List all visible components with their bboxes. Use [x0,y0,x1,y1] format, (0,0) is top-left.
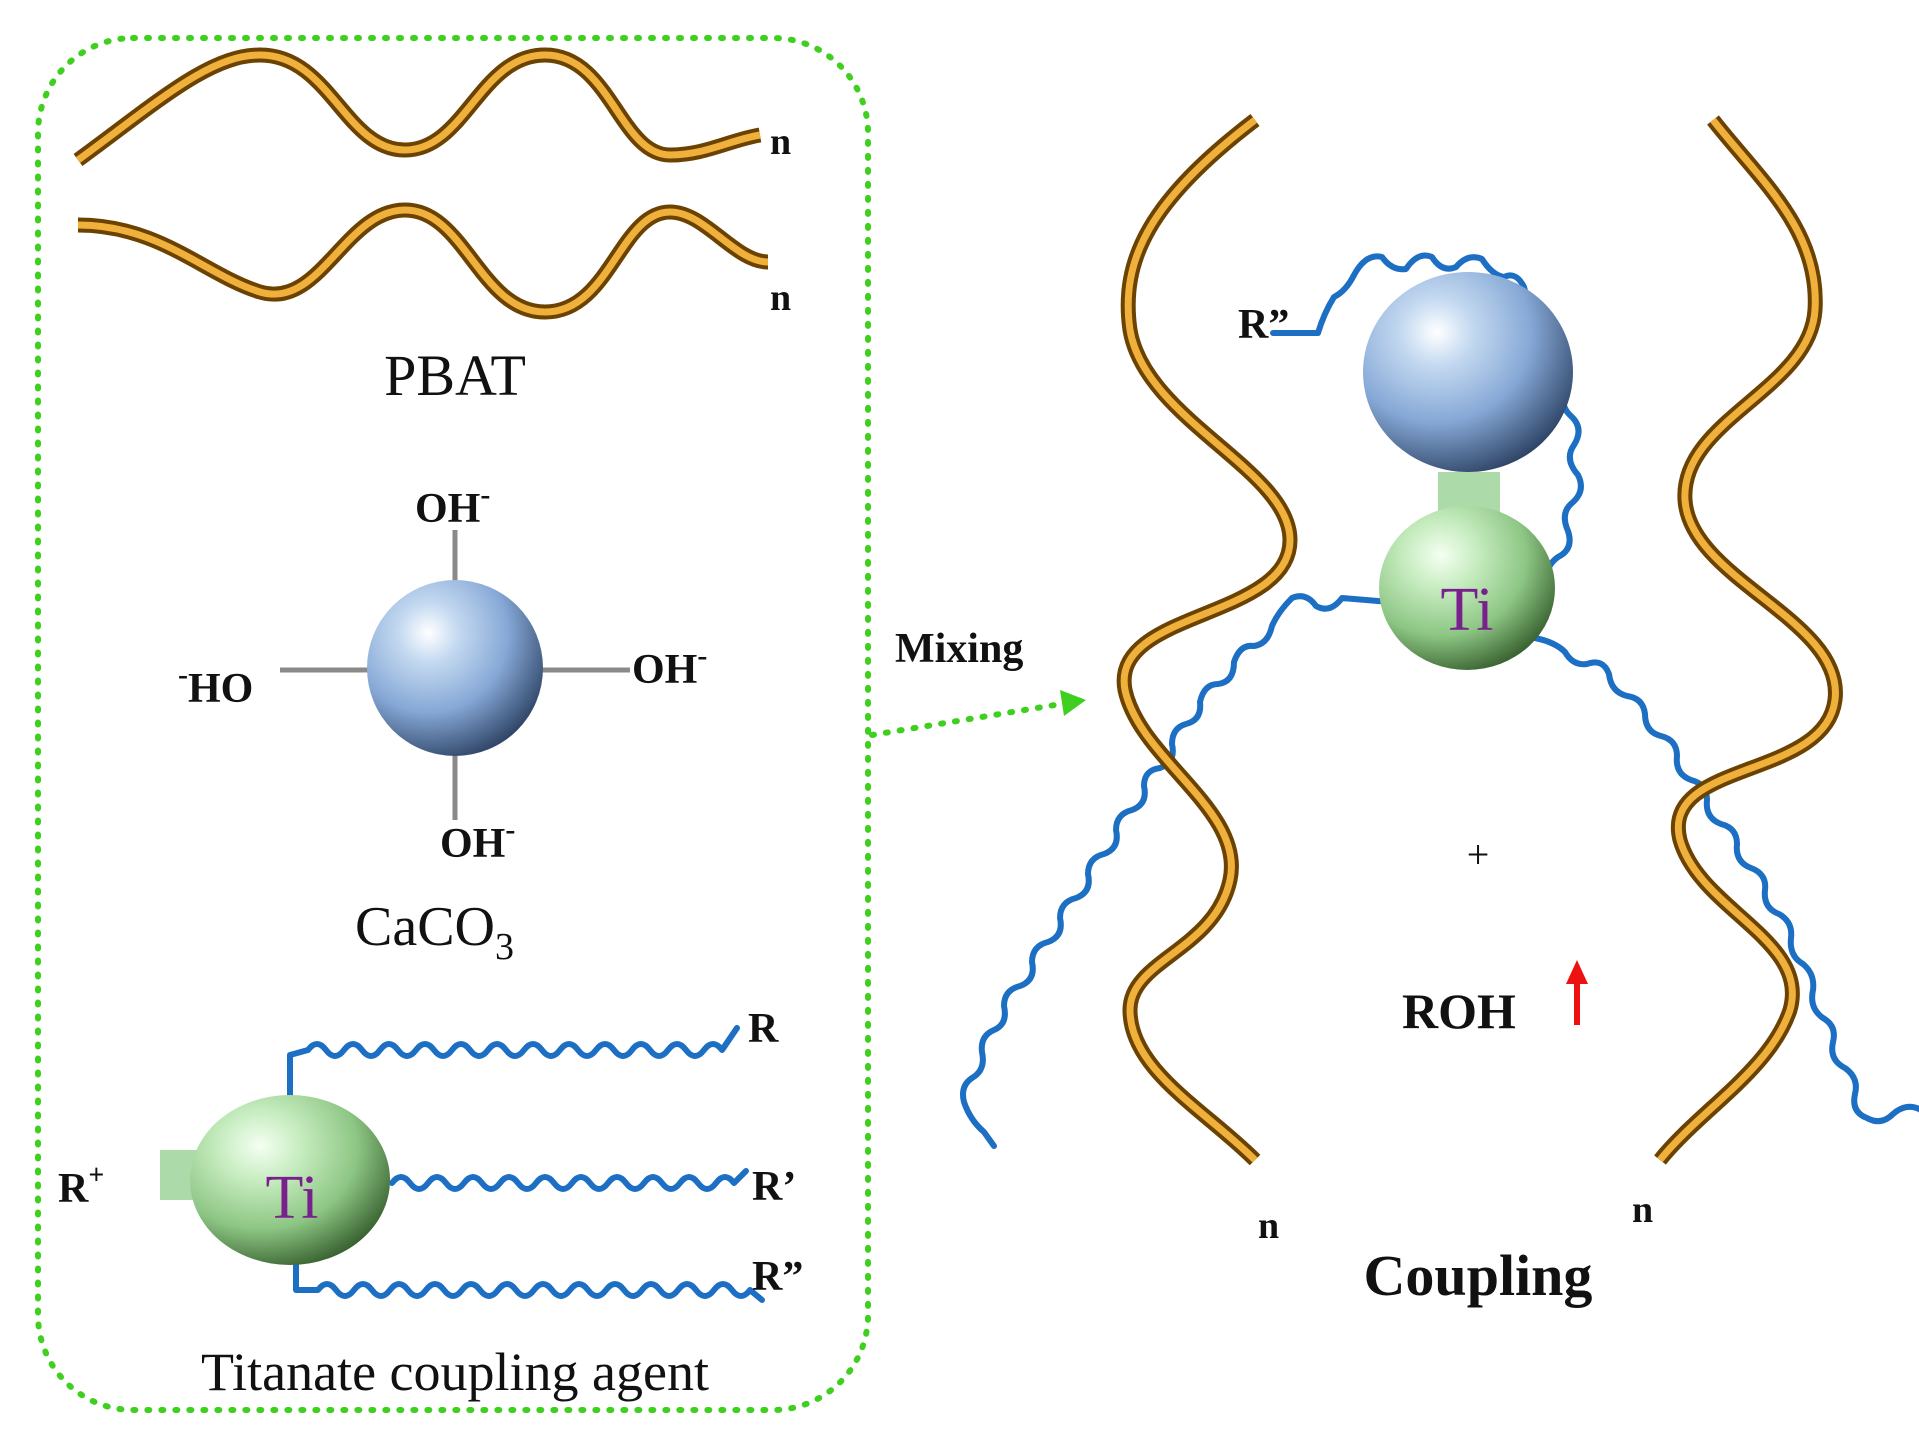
caco3-label: CaCO3 [355,896,514,968]
titanate-ti-label: Ti [266,1164,319,1232]
hydroxyl-bottom: OH- [440,813,515,867]
plus-sign: + [1467,832,1490,877]
mixing-label: Mixing [895,626,1023,672]
titanate-r-plus-label: R+ [58,1160,104,1212]
mixing-arrow-line [869,702,1058,738]
titanate-chains [287,1025,765,1303]
pbat-chain-1 [73,47,762,167]
mixing-arrow-head [1060,690,1086,716]
pbat-chain-1-repeat: n [770,121,791,163]
caco3-particle [367,580,543,756]
pbat-chain-2 [77,202,769,320]
pbat-label: PBAT [384,343,526,408]
coupled-caco3-particle [1363,272,1573,472]
roh-release-arrow-icon [1566,960,1588,1025]
coupled-ti-label: Ti [1441,576,1494,644]
titanate-r-double-prime-label: R” [752,1254,803,1300]
titanate-label: Titanate coupling agent [201,1342,709,1402]
titanate-ti-core [190,1095,390,1265]
coupling-label: Coupling [1364,1243,1593,1308]
pbat-chain-right-right [1654,115,1843,1165]
titanate-r-prime-label: R’ [752,1164,796,1210]
hydroxyl-left: -HO [178,658,253,712]
coupled-chain-label: R” [1238,302,1289,348]
reactants-dotted-frame [35,35,871,1413]
hydroxyl-right: OH- [632,639,707,693]
titanate-r-label: R [748,1006,779,1052]
pbat-chain-right-left [1116,114,1298,1166]
pbat-chain-2-repeat: n [770,277,791,319]
right-chain-right-repeat: n [1632,1189,1653,1231]
right-chain-left-repeat: n [1258,1205,1279,1247]
hydroxyl-top: OH- [415,478,490,532]
roh-label: ROH [1402,983,1516,1039]
coupled-ti-core [1379,506,1555,670]
